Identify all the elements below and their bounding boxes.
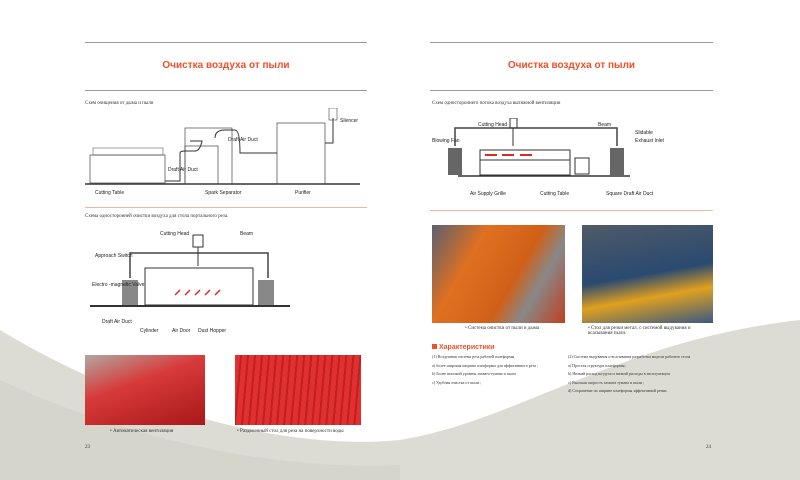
features-col2: (2) Система выдувания и всасывания разра… [568, 353, 718, 396]
label-air-door: Air Door [172, 328, 191, 334]
divider [430, 90, 713, 91]
photo-caption: • Автоматическая вентиляция [110, 429, 174, 434]
label-purifier: Purifier [295, 190, 311, 196]
label-spark-separator: Spark Separator [205, 190, 242, 196]
label-cutting-table: Cutting Table [95, 190, 124, 196]
label-air-supply-grille: Air Supply Grille [470, 191, 506, 197]
exhaust-table-photo [582, 225, 713, 323]
diagram-caption: Схем очищения от дыма и пыли [85, 101, 154, 106]
label-draft-air-duct-2: Draft Air Duct [228, 137, 258, 143]
photo-caption: • Стол для резки метал. с системой выдув… [588, 326, 691, 336]
divider [85, 207, 367, 208]
label-dust-hopper: Dust Hopper [198, 328, 226, 334]
feature-item: b) Более высокий уровень захвата тумана … [432, 371, 516, 377]
divider [430, 210, 713, 211]
label-draft-air-duct: Draft Air Duct [102, 319, 132, 325]
feature-item: a) более широкая ширина платформы для эф… [432, 362, 539, 368]
feature-item: c) Высокая скорость захвата тумана и пыл… [568, 379, 645, 385]
feature-item: b) Низкий расход воздуха и низкий расход… [568, 371, 670, 377]
feature-item: (2) Система выдувания и всасывания разра… [568, 354, 691, 359]
page-number: 24 [706, 445, 711, 450]
feature-item: a) Простая структура платформы; [568, 362, 626, 368]
label-cutting-head: Cutting Head [478, 122, 507, 128]
diagram-caption: Схем одностороннего потока воздуха вытяж… [432, 101, 561, 106]
label-cutting-table: Cutting Table [540, 191, 569, 197]
one-way-airflow-diagram: Cutting Head Beam Slidable Exhaust Inlet… [432, 118, 665, 197]
label-beam: Beam [240, 231, 253, 237]
features-heading: Характеристики [432, 344, 495, 351]
label-beam: Beam [598, 122, 611, 128]
feature-item: (1) Воздушная система реза рабочей платф… [432, 354, 515, 359]
label-electromagnetic-valve: Electro -magnetic Valve [92, 282, 145, 288]
features-col1: (1) Воздушная система реза рабочей платф… [432, 353, 567, 387]
label-cylinder: Cylinder [140, 328, 159, 334]
top-rule [85, 42, 367, 43]
dust-fume-system-photo [432, 225, 565, 323]
one-side-cleaning-diagram: Cutting Head Beam Approach Switch Electr… [90, 231, 290, 334]
label-square-draft-air-duct: Square Draft Air Duct [606, 191, 654, 197]
label-approach-switch: Approach Switch [95, 253, 133, 259]
label-cutting-head: Cutting Head [160, 231, 189, 237]
top-rule [430, 42, 713, 43]
label-silencer: Silencer [340, 118, 358, 124]
square-bullet-icon [432, 344, 437, 349]
water-table-photo [235, 355, 361, 425]
label-exhaust-inlet: Exhaust Inlet [635, 138, 665, 144]
feature-item: d) Сохранение по ширине платформы эффект… [568, 388, 668, 394]
divider [85, 90, 367, 91]
page-title: Очистка воздуха от пыли [507, 60, 636, 71]
photo-caption: • Раздвоенный стол для реза на поверхнос… [237, 429, 344, 434]
photo-caption: • Система очистки от пыли и дыма [465, 326, 540, 331]
label-draft-air-duct: Draft Air Duct [168, 167, 198, 173]
page-number: 23 [85, 445, 90, 450]
label-slidable: Slidable [635, 130, 653, 136]
diagram-caption: Схема односторонней очистки воздуха для … [85, 214, 229, 219]
feature-item: c) Удобная очистка от пыли ; [432, 379, 482, 385]
label-blowing-fan: Blowing Fan [432, 138, 460, 144]
page-title: Очистка воздуха от пыли [162, 60, 290, 71]
features-heading-text: Характеристики [439, 344, 495, 351]
auto-ventilation-photo [85, 355, 205, 425]
dust-removal-diagram: Cutting Table Draft Air Duct Spark Separ… [85, 108, 360, 196]
